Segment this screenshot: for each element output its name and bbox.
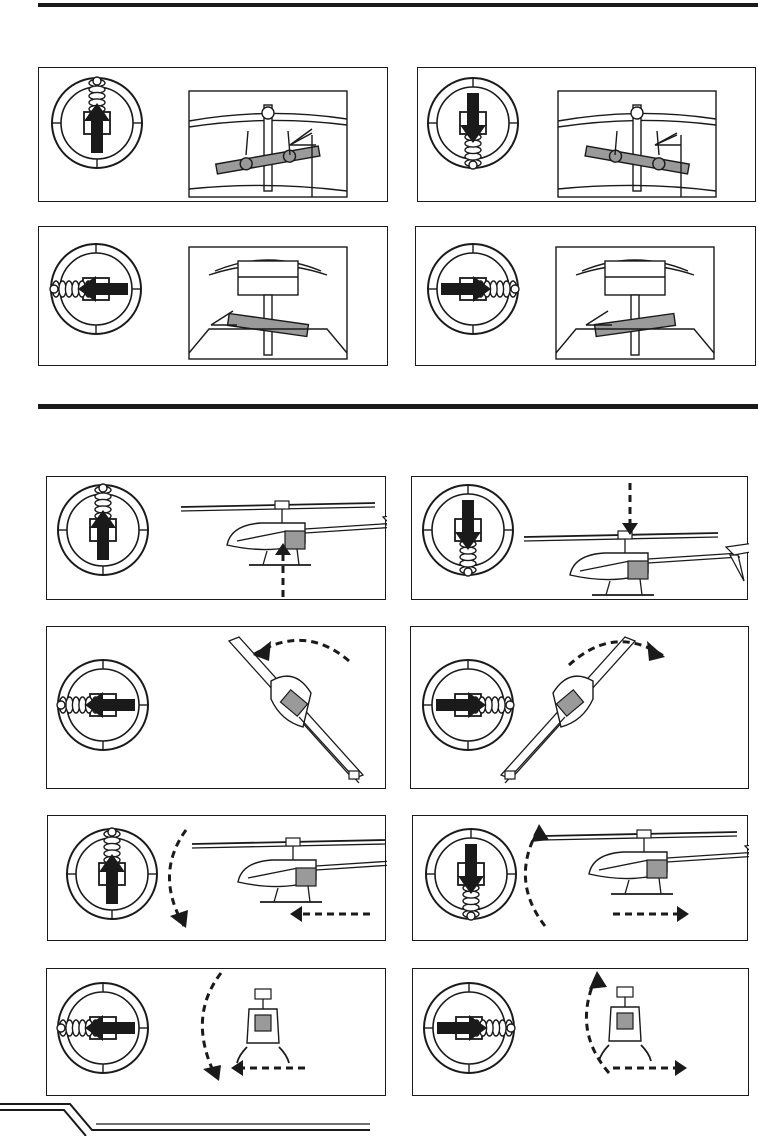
panel-swash-aileron-right <box>415 226 756 366</box>
illustration <box>39 227 389 367</box>
panel-swash-aileron-left <box>38 226 388 366</box>
illustration <box>39 68 389 203</box>
illustration <box>411 627 750 790</box>
dashed-arrow-right-icon <box>613 906 689 922</box>
illustration <box>47 477 387 601</box>
helicopter-side-icon <box>543 830 749 894</box>
dashed-curve-arrow-up-icon <box>586 971 609 1073</box>
transmitter-stick-left-icon <box>57 983 148 1073</box>
illustration <box>413 816 749 942</box>
swashplate-front-view <box>189 247 347 359</box>
dashed-arrow-left-icon <box>290 906 370 922</box>
dashed-curve-arrow-down-icon <box>202 973 221 1081</box>
dashed-curve-arrow-up-icon <box>525 824 549 926</box>
illustration <box>48 816 387 942</box>
swashplate-side-view <box>189 91 347 197</box>
panel-throttle-up <box>46 476 386 600</box>
panel-elevator-down <box>412 815 748 941</box>
swashplate-front-view <box>556 247 714 359</box>
dashed-curve-arrow-left-icon <box>253 640 349 661</box>
transmitter-stick-up-icon <box>52 77 142 168</box>
dashed-arrow-down-icon <box>622 483 638 535</box>
panel-elevator-up <box>47 815 386 941</box>
swashplate-side-view <box>558 91 716 197</box>
dashed-arrow-left-icon <box>231 1060 305 1076</box>
illustration <box>47 969 387 1097</box>
transmitter-stick-left-icon <box>50 244 141 334</box>
transmitter-stick-right-icon <box>423 660 514 750</box>
panel-aileron-right <box>412 968 749 1096</box>
panel-throttle-down <box>411 476 748 600</box>
panel-swash-elevator-down <box>417 67 756 202</box>
panel-swash-elevator-up <box>38 67 388 202</box>
illustration <box>47 627 387 790</box>
transmitter-stick-right-icon <box>424 983 515 1073</box>
footer-decoration <box>0 1090 758 1136</box>
illustration <box>412 477 749 601</box>
transmitter-stick-down-icon <box>428 78 518 169</box>
panel-aileron-left <box>46 968 386 1096</box>
transmitter-stick-up-icon <box>67 828 157 919</box>
helicopter-front-icon <box>237 989 289 1063</box>
transmitter-stick-down-icon <box>426 829 516 920</box>
helicopter-side-icon <box>192 838 387 902</box>
dashed-arrow-up-icon <box>275 543 291 597</box>
helicopter-top-icon <box>229 637 363 783</box>
helicopter-front-icon <box>599 987 651 1061</box>
panel-rudder-right <box>410 626 749 789</box>
transmitter-stick-left-icon <box>57 660 148 750</box>
transmitter-stick-up-icon <box>58 484 148 575</box>
helicopter-side-icon <box>524 531 749 595</box>
dashed-arrow-right-icon <box>613 1060 687 1076</box>
panel-rudder-left <box>46 626 386 789</box>
dashed-curve-arrow-down-icon <box>169 830 188 928</box>
illustration <box>413 969 750 1097</box>
illustration <box>416 227 757 367</box>
helicopter-top-icon <box>501 637 635 783</box>
transmitter-stick-down-icon <box>423 485 513 576</box>
section-rule-middle <box>38 404 758 409</box>
illustration <box>418 68 757 203</box>
transmitter-stick-right-icon <box>428 244 519 334</box>
section-rule-top <box>38 3 758 7</box>
